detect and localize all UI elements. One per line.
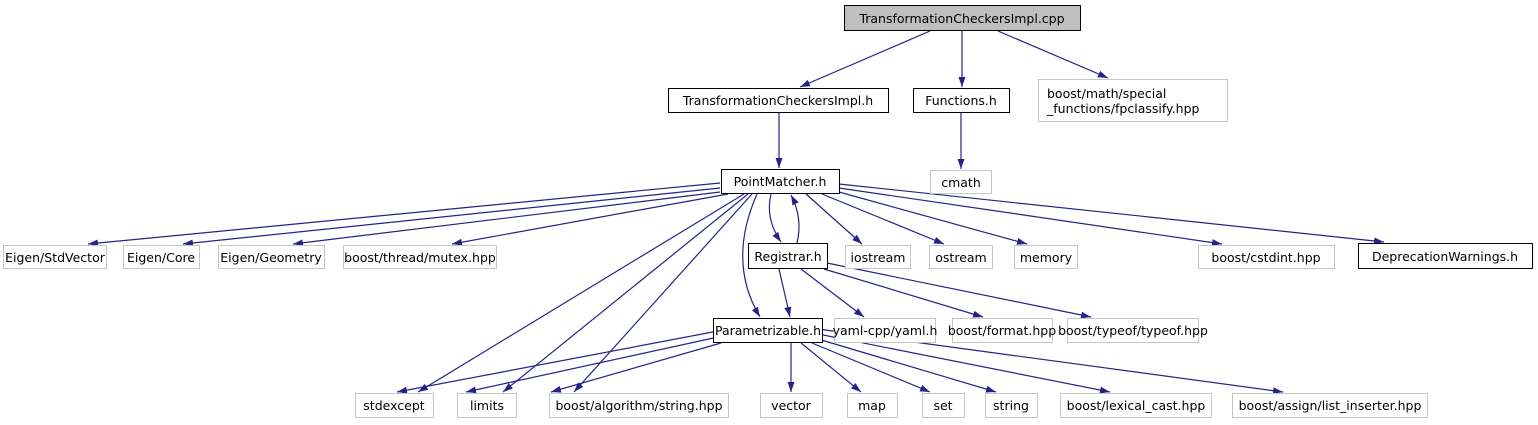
edge-pointmatcher-h--boost-algorithm-string-hpp <box>573 193 753 393</box>
node-iostream: iostream <box>845 245 911 269</box>
edge-pointmatcher-h--deprecationwarnings-h <box>838 183 1385 245</box>
node-eigen-stdvector: Eigen/StdVector <box>3 245 107 269</box>
edge-pointmatcher-h--boost-thread-mutex-hpp <box>451 193 729 246</box>
node-boost-lexical-cast-hpp: boost/lexical_cast.hpp <box>1060 393 1212 418</box>
node-boost-thread-mutex-hpp: boost/thread/mutex.hpp <box>343 245 497 269</box>
node-label: memory <box>1019 249 1073 265</box>
node-fpclassify-hpp: boost/math/special_functions/fpclassify.… <box>1038 79 1228 122</box>
node-boost-algorithm-string-hpp: boost/algorithm/string.hpp <box>549 393 729 418</box>
node-label: boost/format.hpp <box>947 323 1057 338</box>
edge-registrar-h--parametrizable-h <box>778 268 792 318</box>
node-label: boost/thread/mutex.hpp <box>344 249 496 265</box>
node-label: boost/typeof/typeof.hpp <box>1058 323 1208 338</box>
node-boost-assign-list-inserter-hpp: boost/assign/list_inserter.hpp <box>1232 393 1428 418</box>
node-parametrizable-h[interactable]: Parametrizable.h <box>713 318 823 343</box>
edge-tci-cpp--fpclassify-hpp <box>997 30 1109 79</box>
node-label: yaml-cpp/yaml.h <box>832 323 938 338</box>
node-label: stdexcept <box>363 398 425 413</box>
node-deprecationwarnings-h[interactable]: DeprecationWarnings.h <box>1357 243 1533 269</box>
node-label-line: _functions/fpclassify.hpp <box>1047 100 1200 116</box>
node-label: map <box>858 398 886 413</box>
node-label: TransformationCheckersImpl.cpp <box>859 10 1065 26</box>
node-map: map <box>846 393 898 418</box>
node-boost-cstdint-hpp: boost/cstdint.hpp <box>1197 245 1335 269</box>
edge-pointmatcher-h--boost-cstdint-hpp <box>838 187 1223 247</box>
edge-parametrizable-h--boost-lexical-cast-hpp <box>817 333 1111 394</box>
node-label: Eigen/StdVector <box>5 249 105 265</box>
edge-pointmatcher-h--eigen-stdvector <box>87 182 721 247</box>
edge-pointmatcher-h--eigen-core <box>182 187 721 247</box>
node-label: set <box>933 398 953 413</box>
node-label: boost/algorithm/string.hpp <box>555 398 723 413</box>
edge-parametrizable-h--string <box>817 338 997 393</box>
node-set: set <box>921 393 965 418</box>
edge-parametrizable-h--stdexcept <box>396 330 719 394</box>
node-yaml-cpp-yaml-h: yaml-cpp/yaml.h <box>832 318 938 343</box>
node-label: Functions.h <box>925 93 997 108</box>
edge-pointmatcher-h--stdexcept <box>417 193 745 393</box>
edge-registrar-h--boost-format-hpp <box>823 268 984 318</box>
node-label: iostream <box>850 249 906 265</box>
node-boost-typeof-typeof-hpp: boost/typeof/typeof.hpp <box>1058 318 1208 343</box>
node-label: boost/assign/list_inserter.hpp <box>1238 398 1422 413</box>
node-label: Eigen/Core <box>126 249 196 265</box>
node-cmath: cmath <box>930 170 992 194</box>
node-label: Eigen/Geometry <box>220 249 322 265</box>
edge-pointmatcher-h--iostream <box>805 193 863 245</box>
node-label: boost/lexical_cast.hpp <box>1066 398 1206 413</box>
node-eigen-geometry: Eigen/Geometry <box>217 245 325 269</box>
node-label: cmath <box>941 174 981 190</box>
node-label: ostream <box>935 249 987 265</box>
edge-registrar-h--pointmatcher-h <box>790 194 800 244</box>
node-functions-h[interactable]: Functions.h <box>912 88 1010 113</box>
edge-pointmatcher-h--limits <box>502 193 749 393</box>
node-string: string <box>984 393 1038 418</box>
node-limits: limits <box>457 393 517 418</box>
node-label: Parametrizable.h <box>714 323 822 338</box>
node-label: TransformationCheckersImpl.h <box>682 93 874 108</box>
edge-pointmatcher-h--ostream <box>821 193 945 245</box>
edge-registrar-h--yaml-cpp-yaml-h <box>800 268 865 318</box>
node-label: DeprecationWarnings.h <box>1371 248 1519 264</box>
node-label: Registrar.h <box>754 248 822 264</box>
node-stdexcept: stdexcept <box>354 393 434 418</box>
node-label: limits <box>469 398 504 413</box>
node-vector: vector <box>759 393 823 418</box>
edge-parametrizable-h--limits <box>465 336 719 394</box>
edge-pointmatcher-h--registrar-h <box>768 193 782 243</box>
edge-registrar-h--boost-typeof-typeof-hpp <box>826 262 1092 319</box>
node-eigen-core: Eigen/Core <box>122 245 200 269</box>
node-ostream: ostream <box>929 245 993 269</box>
node-label: string <box>993 398 1029 413</box>
node-boost-format-hpp: boost/format.hpp <box>948 318 1056 343</box>
node-tci-h[interactable]: TransformationCheckersImpl.h <box>667 88 889 113</box>
edge-pointmatcher-h--parametrizable-h <box>742 193 761 318</box>
node-pointmatcher-h[interactable]: PointMatcher.h <box>720 169 840 194</box>
node-label: PointMatcher.h <box>733 174 827 189</box>
edge-pointmatcher-h--eigen-geometry <box>292 191 721 247</box>
edge-pointmatcher-h--memory <box>838 191 1028 245</box>
node-label-line: boost/math/special <box>1047 85 1167 101</box>
edge-parametrizable-h--map <box>800 342 862 393</box>
node-label: boost/cstdint.hpp <box>1211 249 1321 265</box>
node-tci-cpp: TransformationCheckersImpl.cpp <box>843 5 1081 31</box>
edge-tci-cpp--tci-h <box>799 30 931 88</box>
node-memory: memory <box>1014 245 1078 269</box>
node-label: vector <box>771 398 811 413</box>
edge-parametrizable-h--set <box>811 342 931 393</box>
node-registrar-h[interactable]: Registrar.h <box>748 243 828 269</box>
edge-parametrizable-h--boost-algorithm-string-hpp <box>550 342 722 393</box>
